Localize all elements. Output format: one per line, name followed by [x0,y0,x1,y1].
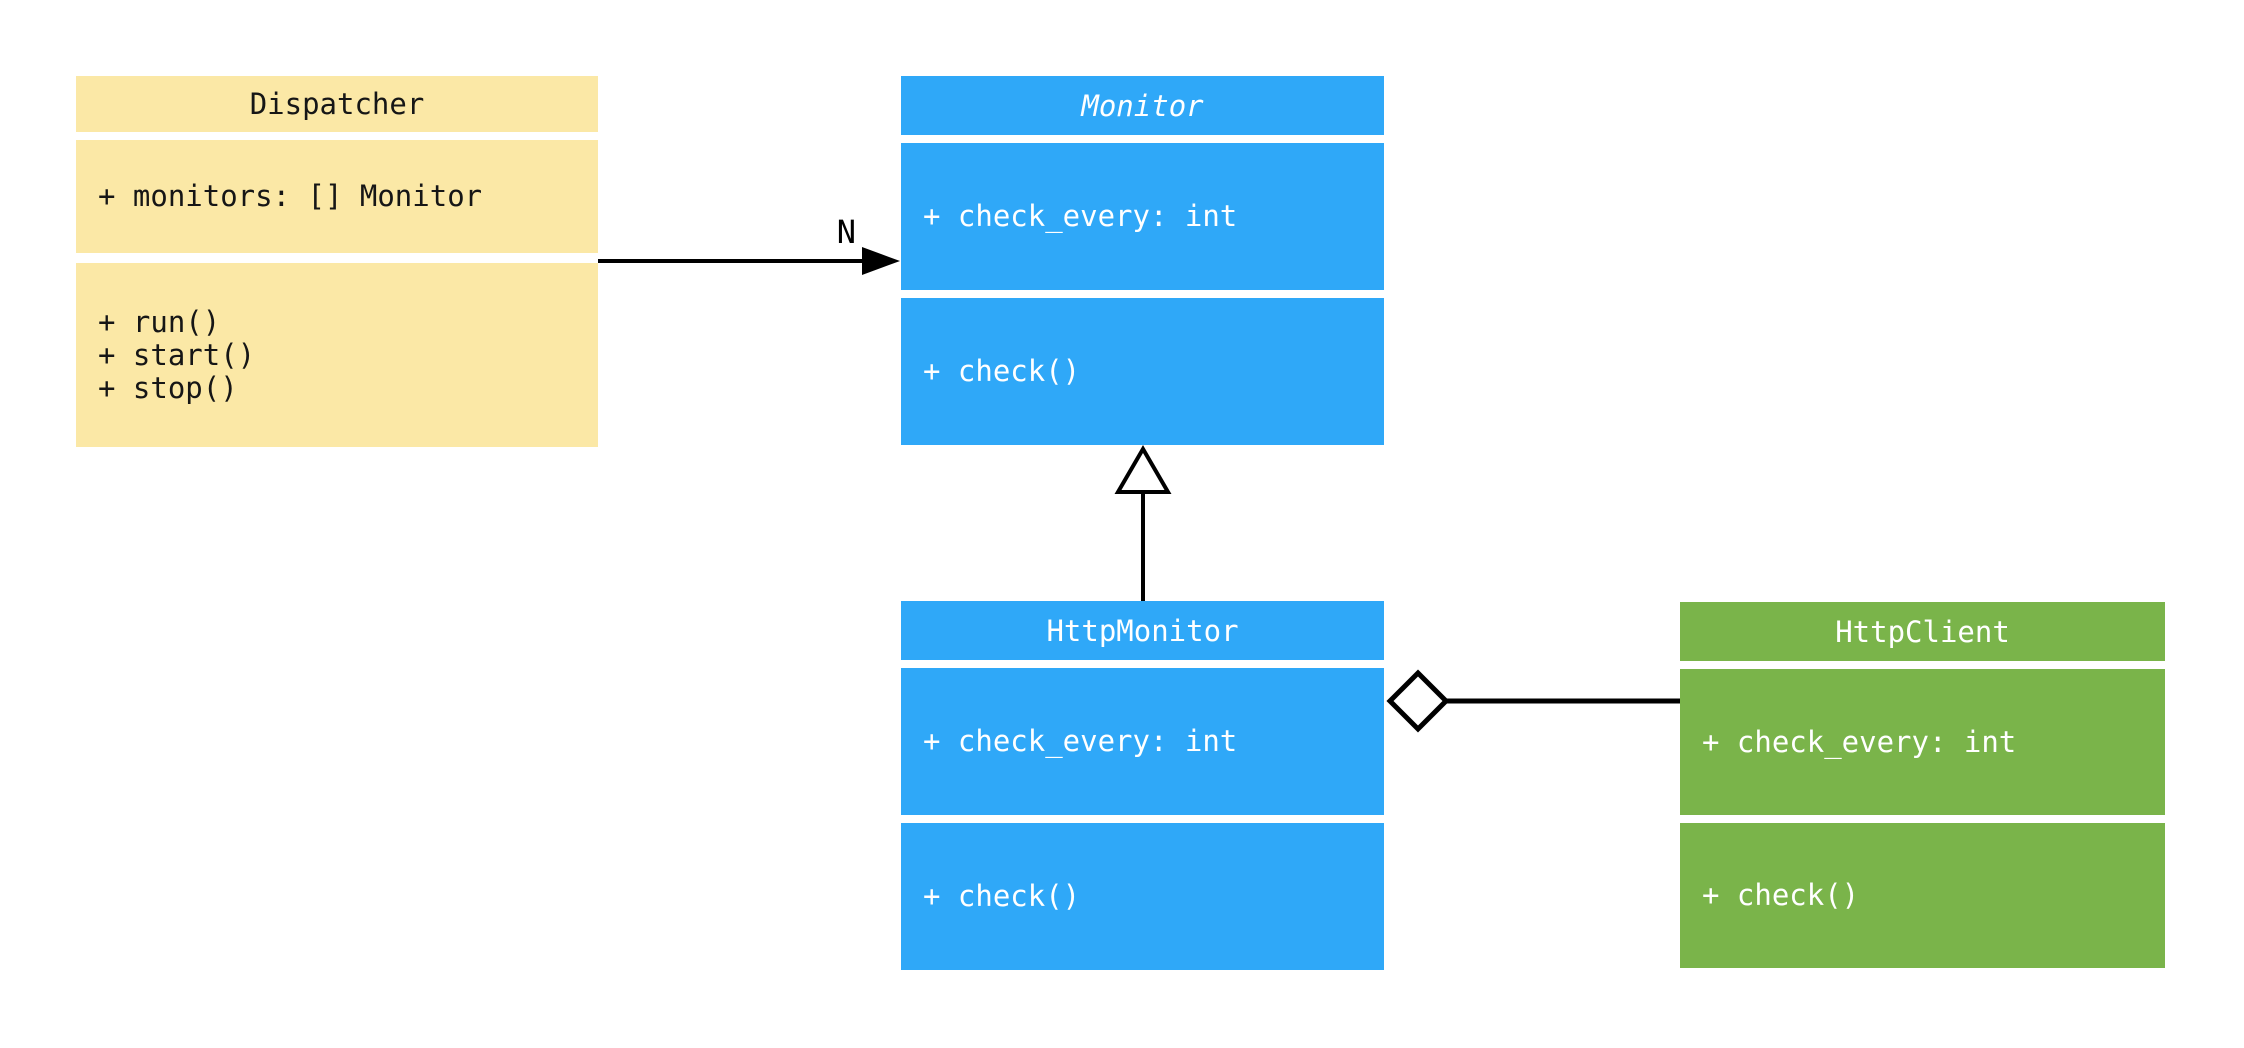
inheritance-triangle-icon [1114,445,1172,494]
aggregation-httpmonitor-to-httpclient [1386,669,1680,733]
aggregation-diamond-icon [1386,669,1450,733]
method-line: + start() [98,337,256,372]
class-methods-dispatcher: + run() + start() + stop() [76,263,598,447]
class-methods-monitor: + check() [901,298,1384,445]
method-line: + check() [923,879,1081,913]
association-dispatcher-to-monitor: N [598,213,900,275]
inheritance-httpmonitor-to-monitor [1114,445,1172,601]
class-box-dispatcher: Dispatcher + monitors: [] Monitor + run(… [76,76,598,447]
attribute-line: + check_every: int [923,724,1238,758]
class-methods-httpclient: + check() [1680,823,2165,968]
attribute-line: + monitors: [] Monitor [98,179,483,213]
association-arrowhead-icon [862,247,900,275]
method-line: + stop() [98,370,238,405]
method-line: + run() [98,304,221,339]
class-box-monitor: Monitor + check_every: int + check() [901,76,1384,445]
method-line: + check() [923,354,1081,388]
attribute-line: + check_every: int [923,199,1238,233]
class-title-httpclient: HttpClient [1680,602,2165,661]
class-title-httpmonitor: HttpMonitor [901,601,1384,660]
class-attributes-httpclient: + check_every: int [1680,669,2165,815]
class-attributes-dispatcher: + monitors: [] Monitor [76,140,598,253]
class-attributes-monitor: + check_every: int [901,143,1384,290]
method-line: + check() [1702,878,1860,912]
class-title-monitor: Monitor [901,76,1384,135]
class-methods-httpmonitor: + check() [901,823,1384,970]
class-attributes-httpmonitor: + check_every: int [901,668,1384,815]
class-box-httpclient: HttpClient + check_every: int + check() [1680,602,2165,968]
multiplicity-label: N [837,213,856,251]
class-title-dispatcher: Dispatcher [76,76,598,132]
attribute-line: + check_every: int [1702,724,2017,759]
class-box-httpmonitor: HttpMonitor + check_every: int + check() [901,601,1384,970]
